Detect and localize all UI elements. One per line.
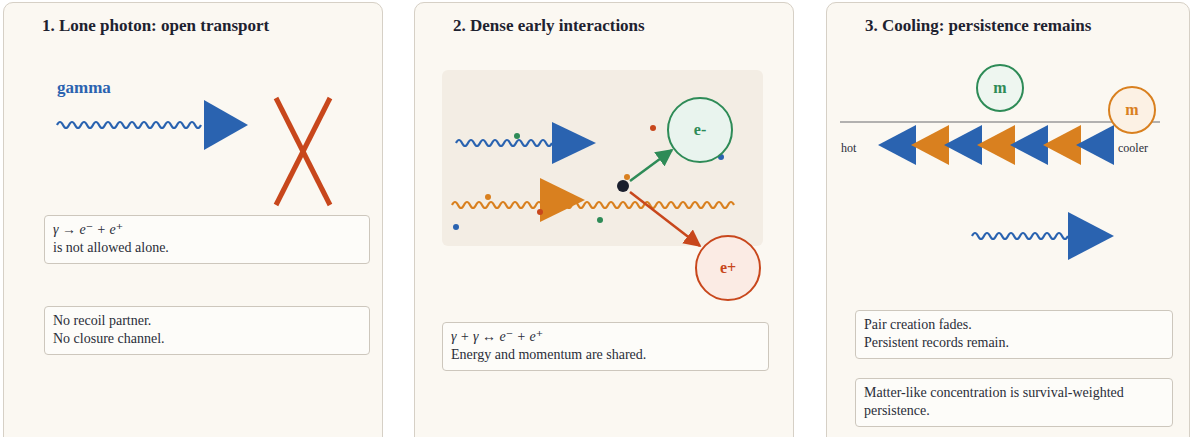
panel-heading: 3. Cooling: persistence remains [865,15,1110,37]
stage-panel: 3. Cooling: persistence remains m mPair cr… [826,2,1190,437]
panel-ground [3,2,383,437]
note-text: Matter-like concentration is survival-we… [864,384,1164,420]
photon-arrowhead [540,178,585,222]
particle-symbol: e+ [720,259,736,277]
photon-wave [972,233,1068,239]
particle-circle: e- [667,97,733,163]
photon-arrowhead [1068,212,1114,260]
particle-symbol: m [993,79,1006,97]
equation-text: γ → e⁻ + e⁺ [53,221,361,239]
particle-dot [650,125,656,131]
panel-heading: 1. Lone photon: open transport [42,15,287,37]
forbidden-cross [276,98,330,205]
photon-wave [456,140,552,146]
particle-circle: e+ [695,235,761,301]
note-box: Pair creation fades.Persistent records r… [855,310,1173,359]
cooling-arrowhead [878,125,916,165]
positron-track [630,192,700,246]
note-text: is not allowed alone. [53,239,361,257]
stage-panel: 1. Lone photon: open transport γ → e⁻ + e… [3,2,383,437]
note-box: Matter-like concentration is survival-we… [855,378,1173,427]
note-text: Pair creation fades. [864,316,1164,334]
note-text: Persistent records remain. [864,334,1164,352]
plasma-region [442,70,763,246]
particle-label: gamma [57,78,111,98]
cooling-arrowhead [911,125,949,165]
panel-ground [826,2,1190,437]
vertex-dot [617,180,629,192]
cooling-arrowhead [944,125,982,165]
note-box: γ + γ ↔ e⁻ + e⁺Energy and momentum are s… [442,322,769,371]
photon-arrowhead [552,122,596,164]
cooling-arrowhead [1010,125,1048,165]
particle-dot [537,209,543,215]
cooling-arrowhead [1076,125,1114,165]
note-box: No recoil partner.No closure channel. [44,306,370,355]
photon-arrowhead [204,100,248,150]
particle-dot [485,194,491,200]
forbidden-cross [276,98,330,205]
note-text: No closure channel. [53,330,361,348]
particle-circle: m [976,64,1024,112]
particle-dot [597,217,603,223]
cooling-arrowhead [977,125,1015,165]
axis-label: cooler [1118,141,1148,156]
note-text: Energy and momentum are shared. [451,346,760,364]
note-box: γ → e⁻ + e⁺is not allowed alone. [44,215,370,264]
electron-track [630,150,672,181]
particle-dot [453,224,459,230]
stage-panel: 2. Dense early interactions e-e+ γ + γ ↔ e… [414,2,794,437]
particle-dot [514,133,520,139]
equation-text: γ + γ ↔ e⁻ + e⁺ [451,328,760,346]
axis-label: hot [841,141,856,156]
note-text: No recoil partner. [53,312,361,330]
photon-wave [57,122,201,128]
particle-symbol: e- [694,121,706,139]
photon-wave [452,202,734,208]
particle-dot [624,174,630,180]
particle-circle: m [1108,86,1156,134]
cooling-arrowhead [1043,125,1081,165]
panel-ground [414,2,794,437]
particle-symbol: m [1125,101,1138,119]
panel-heading: 2. Dense early interactions [453,15,698,37]
